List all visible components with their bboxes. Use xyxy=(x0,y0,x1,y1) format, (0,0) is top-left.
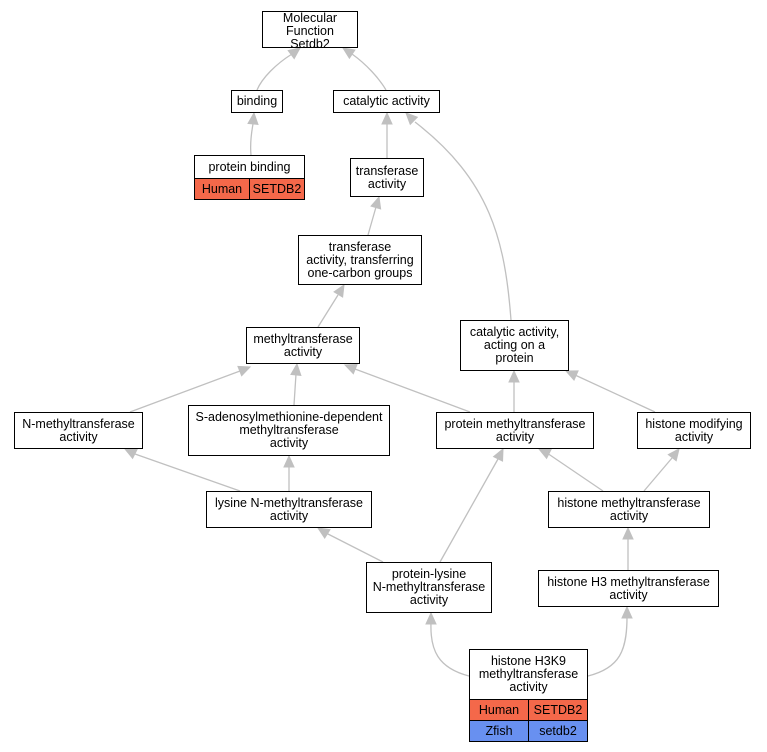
edge-transferase-to-catalytic xyxy=(381,111,393,158)
arrowhead xyxy=(123,448,138,460)
node-label: protein binding xyxy=(208,159,291,174)
edge-n-methyl-to-methyl xyxy=(129,365,252,413)
gene-cell[interactable]: setdb2 xyxy=(528,721,587,741)
edge-histmethyl-to-protmethyl xyxy=(537,448,604,492)
arrowhead xyxy=(381,111,393,125)
species-cell: Human xyxy=(478,703,520,717)
node-catalytic-activity[interactable]: catalytic activity xyxy=(333,90,440,113)
edge-lysine-to-n-methyl xyxy=(123,448,241,492)
arrowhead xyxy=(341,47,356,60)
edge-protein-binding-to-binding xyxy=(247,111,259,156)
species-cell: Human xyxy=(201,182,243,196)
arrowhead xyxy=(333,283,345,298)
arrowhead xyxy=(537,448,552,460)
edge-catalytic-protein-to-catalytic xyxy=(405,112,512,321)
arrowhead xyxy=(247,111,259,125)
node-protein-binding[interactable]: protein binding Human SETDB2 xyxy=(194,155,305,200)
arrowhead xyxy=(283,454,295,468)
annotation-row-human: Human SETDB2 xyxy=(470,699,587,720)
arrowhead xyxy=(564,370,579,381)
annotation-row-human: Human SETDB2 xyxy=(195,178,304,199)
edge-h3k9-to-h3 xyxy=(587,605,633,677)
arrowhead xyxy=(492,447,504,462)
edge-histmod-to-catprotein xyxy=(564,370,656,413)
arrowhead xyxy=(621,605,633,619)
species-cell: Zfish xyxy=(485,724,513,738)
gene-cell[interactable]: SETDB2 xyxy=(249,179,304,199)
gene-cell[interactable]: SETDB2 xyxy=(528,700,587,720)
arrowhead xyxy=(622,526,634,540)
edge-protmethyl-to-catprotein xyxy=(508,369,520,412)
edge-protlysine-to-protmethyl xyxy=(439,447,504,563)
arrowhead xyxy=(237,365,252,377)
arrowhead xyxy=(425,611,437,625)
node-label: catalytic activity xyxy=(343,94,430,108)
arrowhead xyxy=(287,47,301,60)
edge-methyl-to-onecarbon xyxy=(317,283,345,328)
edge-catalytic-to-root xyxy=(341,47,387,91)
edge-h3-to-histmethyl xyxy=(622,526,634,570)
arrowhead xyxy=(343,363,358,375)
edge-h3k9-to-protlysine xyxy=(425,611,470,677)
edge-binding-to-root xyxy=(256,47,301,91)
edge-protlysine-to-lysine xyxy=(316,527,384,563)
edge-sam-to-methyl xyxy=(290,362,302,406)
arrowhead xyxy=(316,527,331,539)
edge-onecarbon-to-transferase xyxy=(367,195,382,236)
edge-histmethyl-to-histmod xyxy=(643,448,680,492)
annotation-row-zfish: Zfish setdb2 xyxy=(470,720,587,741)
arrowhead xyxy=(508,369,520,383)
node-binding[interactable]: binding xyxy=(231,90,283,113)
node-label: binding xyxy=(236,94,278,108)
arrowhead xyxy=(667,448,680,462)
arrowhead xyxy=(290,362,302,377)
arrowhead xyxy=(370,195,382,210)
edge-protmethyl-to-methyl xyxy=(343,363,471,413)
arrowhead xyxy=(405,112,419,126)
edge-lysine-to-sam xyxy=(283,454,295,491)
